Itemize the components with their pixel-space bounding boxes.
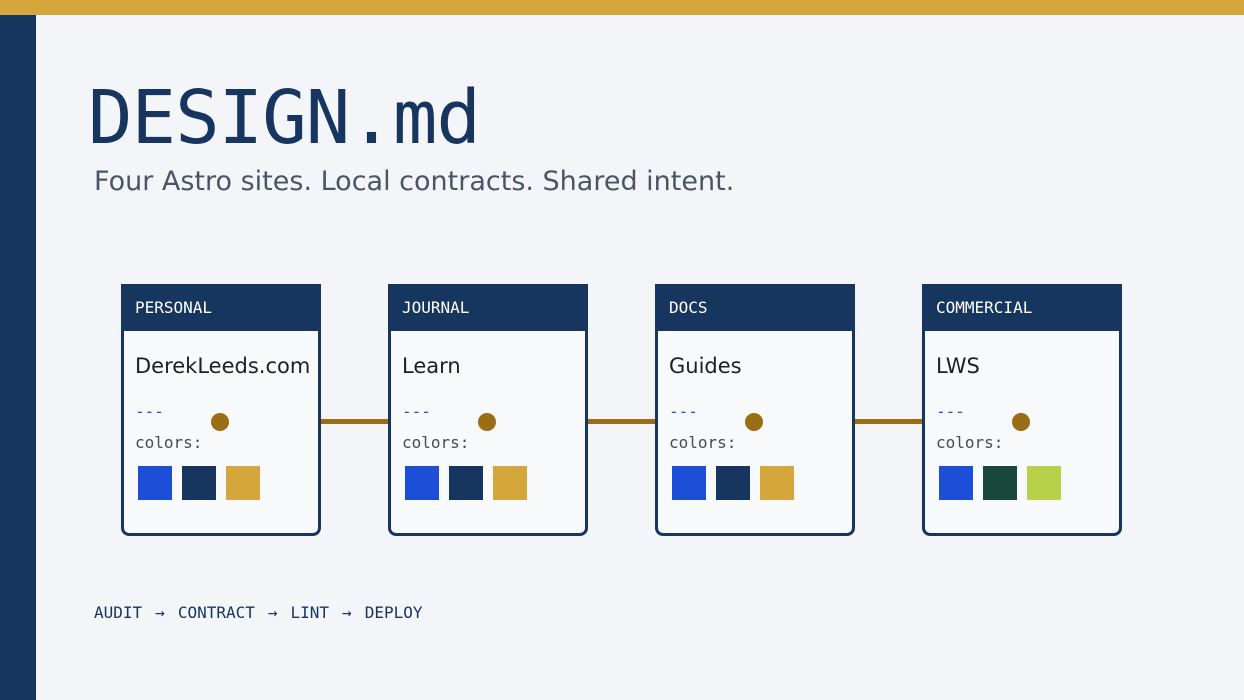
color-swatch — [672, 466, 706, 500]
connector-line-3 — [854, 419, 923, 424]
card-category: DOCS — [655, 284, 855, 331]
card-site-name: LWS — [936, 354, 980, 378]
card-site-name: Learn — [402, 354, 461, 378]
color-swatch — [716, 466, 750, 500]
pipeline-steps: AUDIT → CONTRACT → LINT → DEPLOY — [94, 603, 422, 622]
site-card-personal: PERSONAL DerekLeeds.com --- colors: — [121, 284, 321, 536]
arrow-right-icon: → — [155, 603, 165, 622]
color-swatch — [939, 466, 973, 500]
connector-line-2 — [587, 419, 656, 424]
pipeline-step-audit: AUDIT — [94, 603, 143, 622]
card-site-name: Guides — [669, 354, 742, 378]
connector-dot — [745, 413, 763, 431]
page-title: DESIGN.md — [88, 75, 481, 161]
arrow-right-icon: → — [342, 603, 352, 622]
color-swatch — [493, 466, 527, 500]
site-card-journal: JOURNAL Learn --- colors: — [388, 284, 588, 536]
site-card-docs: DOCS Guides --- colors: — [655, 284, 855, 536]
connector-line-1 — [320, 419, 389, 424]
card-site-name: DerekLeeds.com — [135, 354, 311, 378]
color-swatch — [138, 466, 172, 500]
connector-dot — [211, 413, 229, 431]
frontmatter-dash: --- — [936, 402, 965, 421]
colors-label: colors: — [669, 433, 737, 452]
pipeline-step-contract: CONTRACT — [177, 603, 255, 622]
color-swatch — [983, 466, 1017, 500]
top-accent-bar — [0, 0, 1244, 15]
site-card-commercial: COMMERCIAL LWS --- colors: — [922, 284, 1122, 536]
colors-label: colors: — [402, 433, 470, 452]
card-category: COMMERCIAL — [922, 284, 1122, 331]
color-swatch — [182, 466, 216, 500]
arrow-right-icon: → — [267, 603, 278, 622]
frontmatter-dash: --- — [669, 402, 698, 421]
connector-dot — [1012, 413, 1030, 431]
color-swatch — [1027, 466, 1061, 500]
colors-label: colors: — [936, 433, 1004, 452]
card-category: JOURNAL — [388, 284, 588, 331]
page-subtitle: Four Astro sites. Local contracts. Share… — [94, 166, 735, 197]
pipeline-step-lint: LINT — [290, 603, 330, 622]
pipeline-step-deploy: DEPLOY — [364, 603, 423, 622]
color-swatch — [449, 466, 483, 500]
colors-label: colors: — [135, 433, 203, 452]
left-accent-bar — [0, 15, 36, 700]
color-swatch — [226, 466, 260, 500]
frontmatter-dash: --- — [402, 402, 431, 421]
connector-dot — [478, 413, 496, 431]
card-category: PERSONAL — [121, 284, 321, 331]
color-swatch — [405, 466, 439, 500]
frontmatter-dash: --- — [135, 402, 164, 421]
color-swatch — [760, 466, 794, 500]
